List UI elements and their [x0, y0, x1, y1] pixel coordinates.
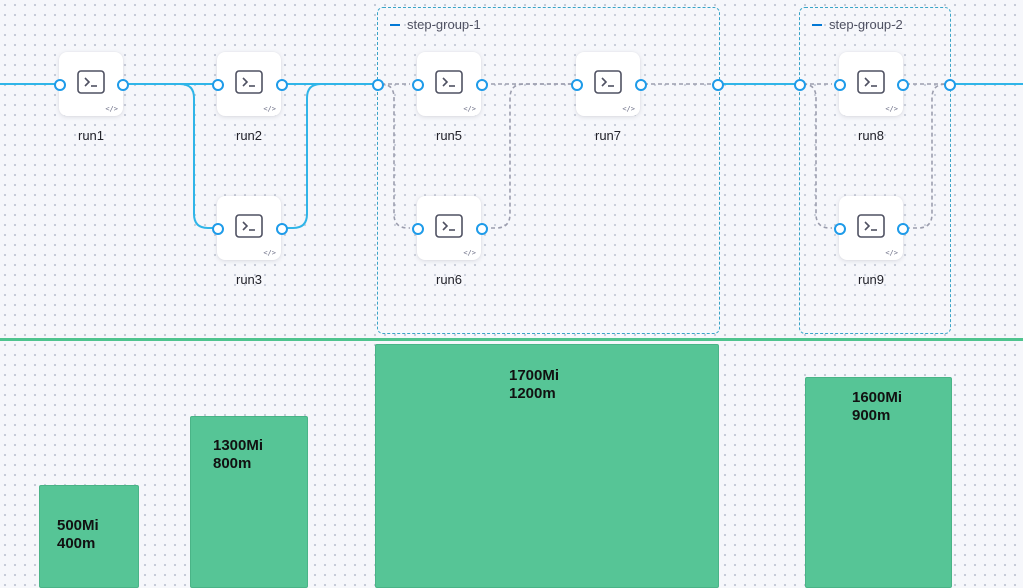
port-run1-in[interactable] — [54, 79, 66, 91]
section-divider — [0, 338, 1023, 341]
code-icon: </> — [263, 249, 276, 257]
port-run3-in[interactable] — [212, 223, 224, 235]
code-icon: </> — [885, 249, 898, 257]
port-group2-in[interactable] — [794, 79, 806, 91]
port-run1-out[interactable] — [117, 79, 129, 91]
node-run7[interactable]: </> — [576, 52, 640, 116]
node-label: run9 — [857, 272, 885, 287]
port-run5-out[interactable] — [476, 79, 488, 91]
node-label: run7 — [594, 128, 622, 143]
terminal-icon — [235, 214, 263, 238]
terminal-icon — [77, 70, 105, 94]
memory-value: 500Mi — [57, 517, 99, 534]
terminal-icon — [235, 70, 263, 94]
memory-value: 1600Mi — [852, 389, 903, 406]
memory-value: 1700Mi — [509, 367, 560, 384]
code-icon: </> — [263, 105, 276, 113]
edge-run6-run7 — [484, 83, 572, 229]
code-icon: </> — [622, 105, 635, 113]
resource-label-r1: 500Mi 400m — [57, 517, 99, 553]
node-run8[interactable]: </> — [839, 52, 903, 116]
edge-run9-g2out — [906, 83, 947, 229]
resource-label-r2: 1300Mi 800m — [213, 437, 263, 473]
edge-g2-run9 — [802, 83, 832, 229]
port-group1-out[interactable] — [712, 79, 724, 91]
memory-value: 1300Mi — [213, 437, 264, 454]
terminal-icon — [435, 214, 463, 238]
code-icon: </> — [885, 105, 898, 113]
port-run3-out[interactable] — [276, 223, 288, 235]
step-group-2-title: step-group-2 — [812, 17, 903, 32]
node-run5[interactable]: </> — [417, 52, 481, 116]
port-run8-in[interactable] — [834, 79, 846, 91]
port-run6-out[interactable] — [476, 223, 488, 235]
node-label: run6 — [435, 272, 463, 287]
node-label: run5 — [435, 128, 463, 143]
group-title-text: step-group-2 — [829, 17, 903, 32]
port-group1-in[interactable] — [372, 79, 384, 91]
group-title-text: step-group-1 — [407, 17, 481, 32]
connector-layer — [0, 83, 1023, 229]
code-icon: </> — [463, 249, 476, 257]
node-label: run2 — [235, 128, 263, 143]
resource-label-r3: 1700Mi 1200m — [509, 367, 559, 403]
edge-run1-run3 — [125, 83, 214, 229]
terminal-icon — [435, 70, 463, 94]
port-run5-in[interactable] — [412, 79, 424, 91]
port-run7-in[interactable] — [571, 79, 583, 91]
port-run2-out[interactable] — [276, 79, 288, 91]
edge-g1-run6 — [380, 83, 410, 229]
edge-run3-group1 — [285, 83, 374, 229]
cpu-value: 900m — [852, 407, 891, 424]
resource-block-r3 — [375, 344, 719, 588]
terminal-icon — [857, 70, 885, 94]
step-group-1-title: step-group-1 — [390, 17, 481, 32]
port-run9-in[interactable] — [834, 223, 846, 235]
resource-block-r1 — [39, 485, 139, 588]
code-icon: </> — [105, 105, 118, 113]
node-run3[interactable]: </> — [217, 196, 281, 260]
cpu-value: 800m — [213, 455, 252, 472]
group-marker-icon — [812, 23, 822, 26]
resource-block-r2 — [190, 416, 308, 588]
node-label: run1 — [77, 128, 105, 143]
node-label: run3 — [235, 272, 263, 287]
resource-label-r4: 1600Mi 900m — [852, 389, 902, 425]
node-run1[interactable]: </> — [59, 52, 123, 116]
terminal-icon — [594, 70, 622, 94]
cpu-value: 400m — [57, 535, 96, 552]
terminal-icon — [857, 214, 885, 238]
port-run2-in[interactable] — [212, 79, 224, 91]
port-run9-out[interactable] — [897, 223, 909, 235]
port-group2-out[interactable] — [944, 79, 956, 91]
port-run7-out[interactable] — [635, 79, 647, 91]
code-icon: </> — [463, 105, 476, 113]
group-marker-icon — [390, 23, 400, 26]
port-run6-in[interactable] — [412, 223, 424, 235]
node-run2[interactable]: </> — [217, 52, 281, 116]
node-label: run8 — [857, 128, 885, 143]
cpu-value: 1200m — [509, 385, 556, 402]
node-run6[interactable]: </> — [417, 196, 481, 260]
port-run8-out[interactable] — [897, 79, 909, 91]
node-run9[interactable]: </> — [839, 196, 903, 260]
